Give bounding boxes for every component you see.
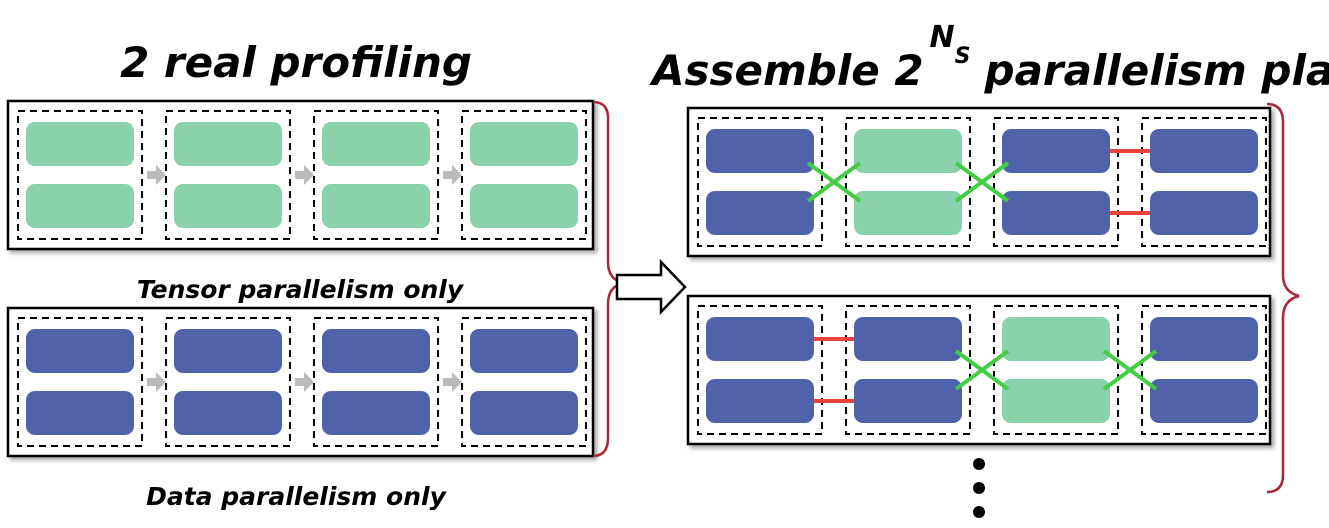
stage-box [461,317,587,447]
stage-box [993,305,1119,435]
stage-box [845,117,971,247]
parallelism-plan-2 [686,294,1272,446]
stage-box [1141,117,1267,247]
blue-device-block [470,329,578,373]
blue-device-block [174,391,282,435]
green-device-block [1002,379,1110,423]
cross-link [954,161,1010,203]
blue-device-block [1150,379,1258,423]
blue-device-block [1150,191,1258,235]
data-parallelism-panel [6,306,595,458]
flow-arrow-icon [147,372,166,392]
green-device-block [174,122,282,166]
green-device-block [1002,317,1110,361]
cross-link [806,161,862,203]
tensor-caption: Tensor parallelism only [137,275,465,304]
stage-box [461,110,587,240]
flow-arrow-icon [295,372,314,392]
stage-box [17,110,143,240]
flow-arrow-icon [295,165,314,185]
stage-box [313,317,439,447]
right-brace [1266,102,1300,494]
blue-device-block [26,391,134,435]
stage-box [165,317,291,447]
stage-box [697,117,823,247]
green-device-block [322,184,430,228]
stage-box [17,317,143,447]
green-device-block [854,191,962,235]
stage-box [993,117,1119,247]
blue-device-block [1002,191,1110,235]
green-device-block [854,129,962,173]
stage-box [1141,305,1267,435]
blue-device-block [174,329,282,373]
right-title-prefix: Assemble 2 [649,46,924,95]
blue-device-block [26,329,134,373]
cross-link [954,349,1010,391]
stage-box [313,110,439,240]
blue-device-block [706,317,814,361]
blue-device-block [322,391,430,435]
blue-device-block [854,317,962,361]
stage-box [165,110,291,240]
data-caption: Data parallelism only [146,482,448,511]
blue-device-block [470,391,578,435]
blue-device-block [706,191,814,235]
assemble-arrow-icon [615,258,687,316]
parallelism-plan-1 [686,106,1272,258]
stage-box [697,305,823,435]
ellipsis-dot [973,458,985,470]
blue-device-block [322,329,430,373]
flow-arrow-icon [443,372,462,392]
flow-arrow-icon [147,165,166,185]
more-plans-ellipsis [973,458,985,518]
right-title-sub: S [955,44,971,69]
blue-device-block [1150,129,1258,173]
right-title-sup: N [930,20,955,55]
blue-device-block [706,379,814,423]
green-device-block [26,184,134,228]
tensor-parallelism-panel [6,99,595,251]
green-device-block [470,122,578,166]
green-device-block [470,184,578,228]
blue-device-block [854,379,962,423]
green-device-block [174,184,282,228]
cross-link [1102,349,1158,391]
right-title-suffix: parallelism plans [984,46,1329,95]
flow-arrow-icon [443,165,462,185]
green-device-block [26,122,134,166]
blue-device-block [1150,317,1258,361]
stage-box [845,305,971,435]
left-title: 2 real profiling [120,38,472,87]
blue-device-block [1002,129,1110,173]
green-device-block [322,122,430,166]
ellipsis-dot [973,506,985,518]
ellipsis-dot [973,482,985,494]
blue-device-block [706,129,814,173]
